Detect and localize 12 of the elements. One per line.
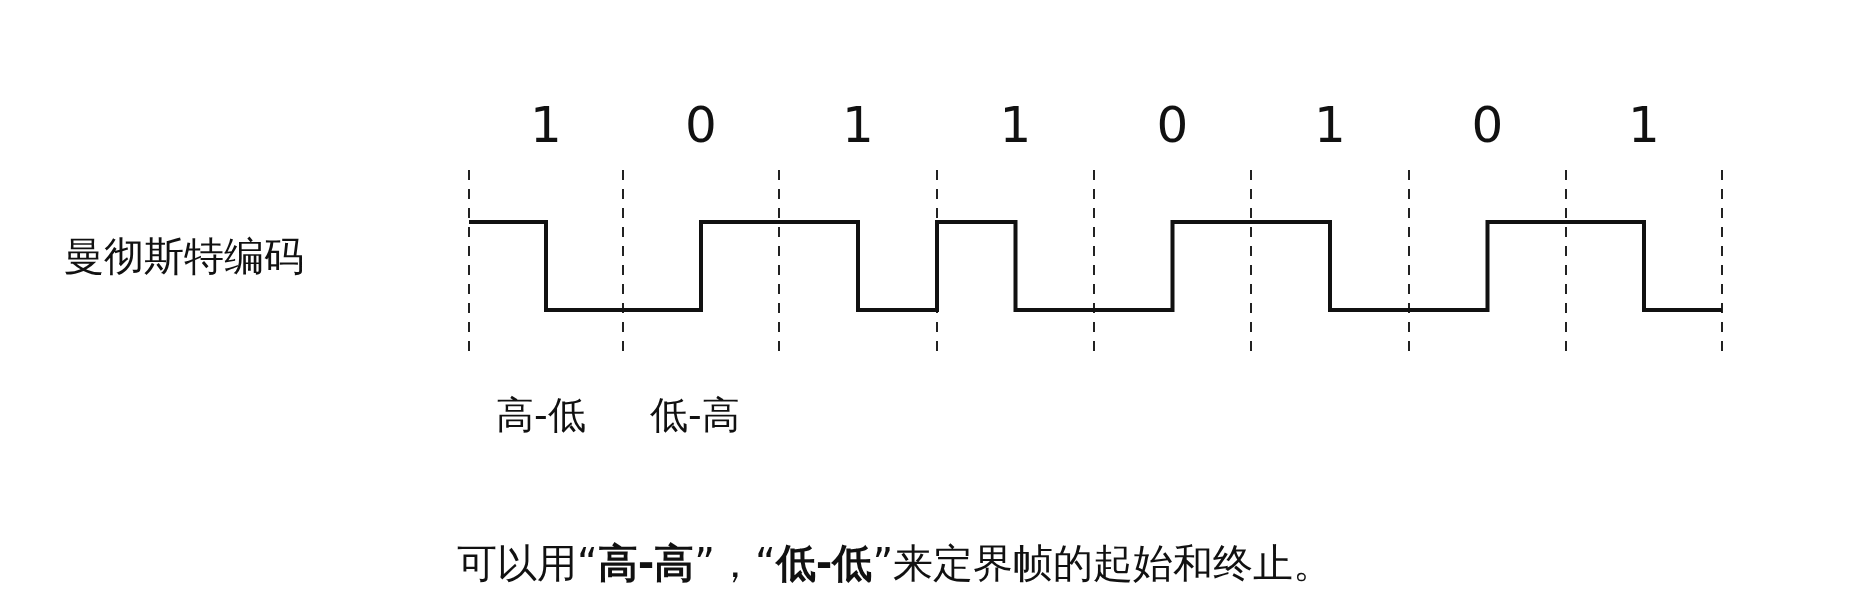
bit-value: 1 bbox=[999, 100, 1032, 150]
transition-label: 低-高 bbox=[650, 396, 740, 434]
bit-value: 1 bbox=[842, 100, 874, 150]
transition-label: 高-低 bbox=[496, 396, 586, 434]
bit-value: 1 bbox=[1314, 100, 1346, 150]
bit-value: 1 bbox=[1628, 100, 1660, 150]
bit-value: 1 bbox=[530, 100, 562, 150]
bit-value: 0 bbox=[1156, 100, 1189, 150]
bit-value: 0 bbox=[1471, 100, 1504, 150]
bit-value: 0 bbox=[685, 100, 717, 150]
caption: 可以用“高-高”，“低-低”来定界帧的起始和终止。 bbox=[457, 543, 1334, 583]
row-label: 曼彻斯特编码 bbox=[64, 236, 304, 276]
